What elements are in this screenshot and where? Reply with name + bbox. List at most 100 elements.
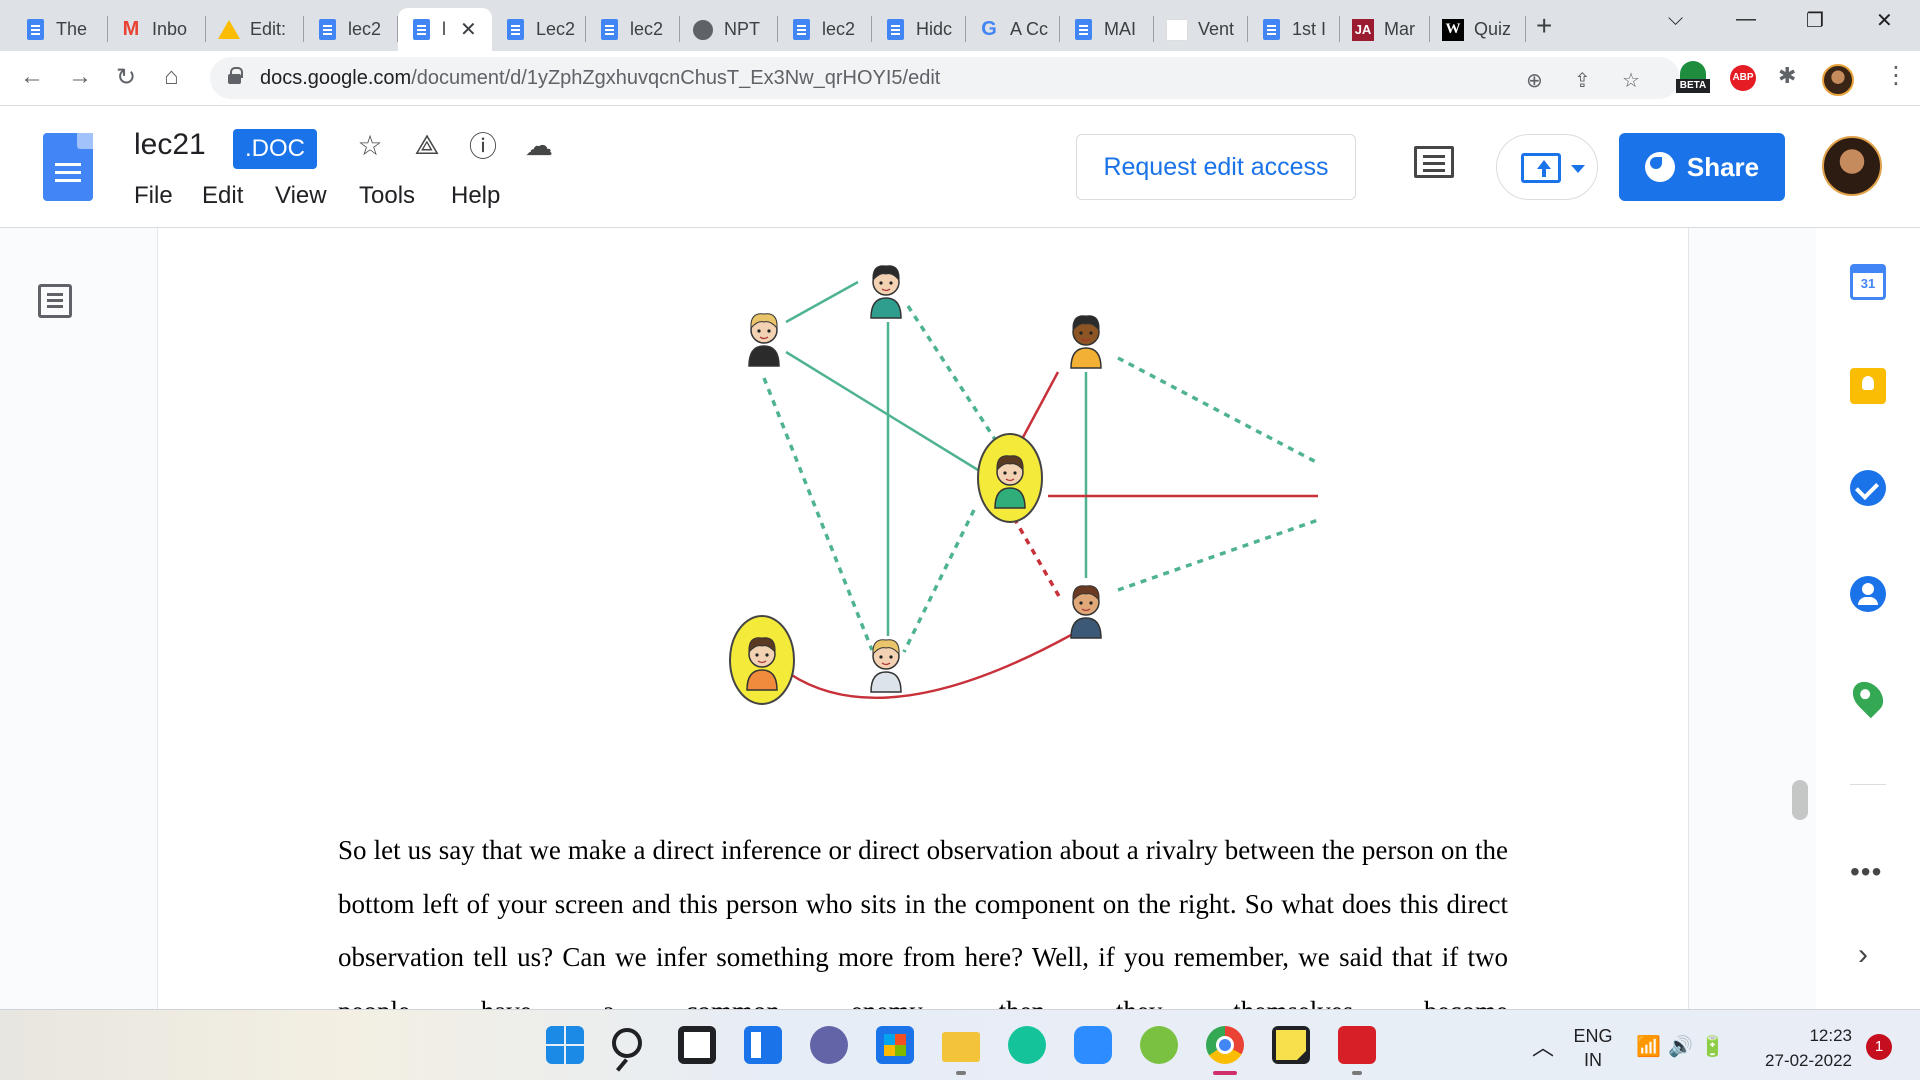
browser-tab[interactable]: The [12,8,108,51]
adblock-icon[interactable]: ABP [1730,65,1756,91]
forward-icon[interactable]: → [68,63,92,90]
person-body [1070,347,1102,369]
browser-tab[interactable]: NPT [680,8,778,51]
drive-icon [218,19,240,41]
browser-tab[interactable]: lec2 [778,8,872,51]
calendar-icon[interactable]: 31 [1850,264,1886,300]
lock-icon[interactable] [228,67,243,84]
cloud-status-icon[interactable]: ☁ [525,129,553,161]
person-body [994,487,1026,509]
person-body [748,345,780,367]
acrobat-icon[interactable] [1338,1026,1376,1064]
notification-badge[interactable]: 1 [1866,1034,1892,1060]
tab-label: Hidc [916,19,953,39]
contacts-icon[interactable] [1850,576,1886,612]
home-icon[interactable]: ⌂ [164,63,179,90]
request-edit-access-button[interactable]: Request edit access [1076,134,1356,200]
store-icon[interactable] [876,1026,914,1064]
document-outline-icon[interactable] [38,284,72,318]
expand-panel-icon[interactable]: › [1858,938,1868,971]
menu-help[interactable]: Help [451,182,501,209]
share-button[interactable]: Share [1619,133,1785,201]
reload-icon[interactable]: ↻ [116,64,137,91]
tray-overflow-icon[interactable]: ︿ [1532,1035,1555,1060]
minimize-icon[interactable]: — [1736,8,1756,30]
task-view-icon[interactable] [678,1026,716,1064]
profile-avatar[interactable] [1822,64,1854,96]
system-clock[interactable]: 12:23 27-02-2022 [1740,1023,1852,1073]
person-node-bottom-man [1070,585,1102,639]
keep-icon[interactable] [1850,368,1886,404]
menu-edit[interactable]: Edit [202,182,244,209]
tasks-icon[interactable] [1850,470,1886,506]
teams-chat-icon[interactable] [810,1026,848,1064]
docs-logo-icon[interactable] [43,133,93,201]
tab-label: Vent [1198,19,1235,39]
beta-extension-icon[interactable]: BETA [1676,61,1710,95]
person-eye [1079,601,1083,605]
comments-icon[interactable] [1414,146,1454,178]
restore-icon[interactable]: ❐ [1806,10,1824,32]
search-icon[interactable] [612,1028,642,1058]
close-window-icon[interactable]: ✕ [1876,10,1893,32]
browser-tab[interactable]: Hidc [872,8,966,51]
evernote-icon[interactable] [1140,1026,1178,1064]
battery-icon[interactable]: 🔋 [1700,1036,1725,1058]
browser-tab-active[interactable]: l✕ [398,8,492,51]
browser-tab[interactable]: MAI [1060,8,1154,51]
browser-menu-icon[interactable]: ⋮ [1884,62,1908,89]
widgets-icon[interactable] [744,1026,782,1064]
wifi-icon[interactable]: 📶 [1636,1036,1661,1058]
sticky-notes-icon[interactable] [1272,1026,1310,1064]
docs-icon [790,19,812,41]
close-tab-icon[interactable]: ✕ [460,19,477,41]
star-icon[interactable]: ☆ [357,129,383,161]
browser-tab[interactable]: 1st I [1248,8,1340,51]
tab-separator [1339,16,1340,42]
person-mouth [1005,478,1015,482]
volume-icon[interactable]: 🔊 [1668,1036,1693,1058]
maps-icon[interactable] [1846,675,1890,719]
menu-tools[interactable]: Tools [359,182,416,209]
menu-view[interactable]: View [275,182,327,209]
ja-icon: JA [1352,18,1374,41]
document-canvas[interactable]: So let us say that we make a direct infe… [0,228,1920,1009]
document-title[interactable]: lec21 [134,128,206,161]
clock-date: 27-02-2022 [1765,1051,1852,1070]
browser-tab[interactable]: Lec2 [492,8,586,51]
bookmark-star-icon[interactable]: ☆ [1622,70,1640,92]
edge-friend-center-man-to-bottom-woman [902,509,976,653]
present-button[interactable] [1496,134,1598,200]
info-icon[interactable]: ⓘ [468,131,497,162]
windows-start-icon[interactable] [546,1026,584,1064]
more-addons-icon[interactable]: ••• [1850,856,1883,887]
scrollbar-thumb[interactable] [1792,780,1808,820]
browser-tab[interactable]: lec2 [304,8,398,51]
url-text[interactable]: docs.google.com/document/d/1yZphZgxhuvqc… [260,67,940,90]
browser-tab[interactable]: Vent [1154,8,1248,51]
menu-file[interactable]: File [134,182,173,209]
browser-tab[interactable]: Edit: [206,8,304,51]
zoom-icon[interactable]: ⊕ [1526,70,1543,92]
transcript-paragraph[interactable]: So let us say that we make a direct infe… [338,835,1508,1009]
account-avatar[interactable] [1822,136,1882,196]
tab-search-icon[interactable]: ⌵ [1668,8,1684,30]
grammarly-icon[interactable] [1008,1026,1046,1064]
new-tab-button[interactable]: + [1536,10,1553,41]
language-indicator[interactable]: ENG IN [1570,1024,1616,1072]
zoom-icon[interactable] [1074,1026,1112,1064]
share-page-icon[interactable]: ⇪ [1574,70,1591,92]
docs-header: lec21 .DOC ☆ ⟁ ⓘ ☁ File Edit View Tools … [0,106,1920,228]
address-bar[interactable]: docs.google.com/document/d/1yZphZgxhuvqc… [210,57,1680,99]
back-icon[interactable]: ← [20,63,44,90]
file-explorer-icon[interactable] [942,1032,980,1062]
document-page[interactable]: So let us say that we make a direct infe… [158,228,1688,1009]
extensions-puzzle-icon[interactable]: ✱ [1778,63,1797,88]
browser-tab[interactable]: lec2 [586,8,680,51]
add-to-drive-icon[interactable]: ⟁ [414,128,440,160]
chrome-icon[interactable] [1206,1026,1244,1064]
